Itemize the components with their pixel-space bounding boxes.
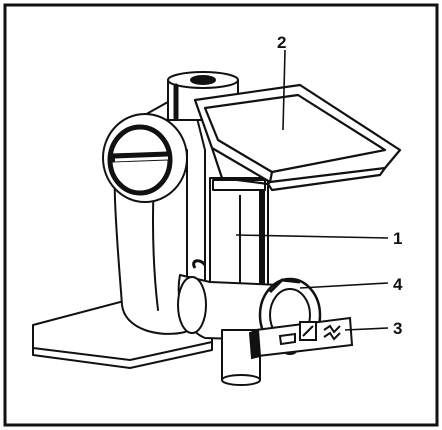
- hopper-tray: [193, 83, 402, 192]
- leader-lines: [235, 49, 389, 331]
- knob-icon: [102, 113, 188, 203]
- callout-3: 3: [393, 319, 402, 338]
- leader-line-3: [344, 327, 389, 331]
- leader-line-1: [235, 234, 389, 239]
- speed-selector-icon: [248, 316, 354, 360]
- leader-line-4: [299, 282, 389, 289]
- callout-4: 4: [393, 275, 403, 294]
- leader-line-2: [282, 49, 286, 131]
- callout-1: 1: [393, 229, 402, 248]
- figure-frame: [3, 3, 439, 427]
- callout-2: 2: [277, 33, 286, 52]
